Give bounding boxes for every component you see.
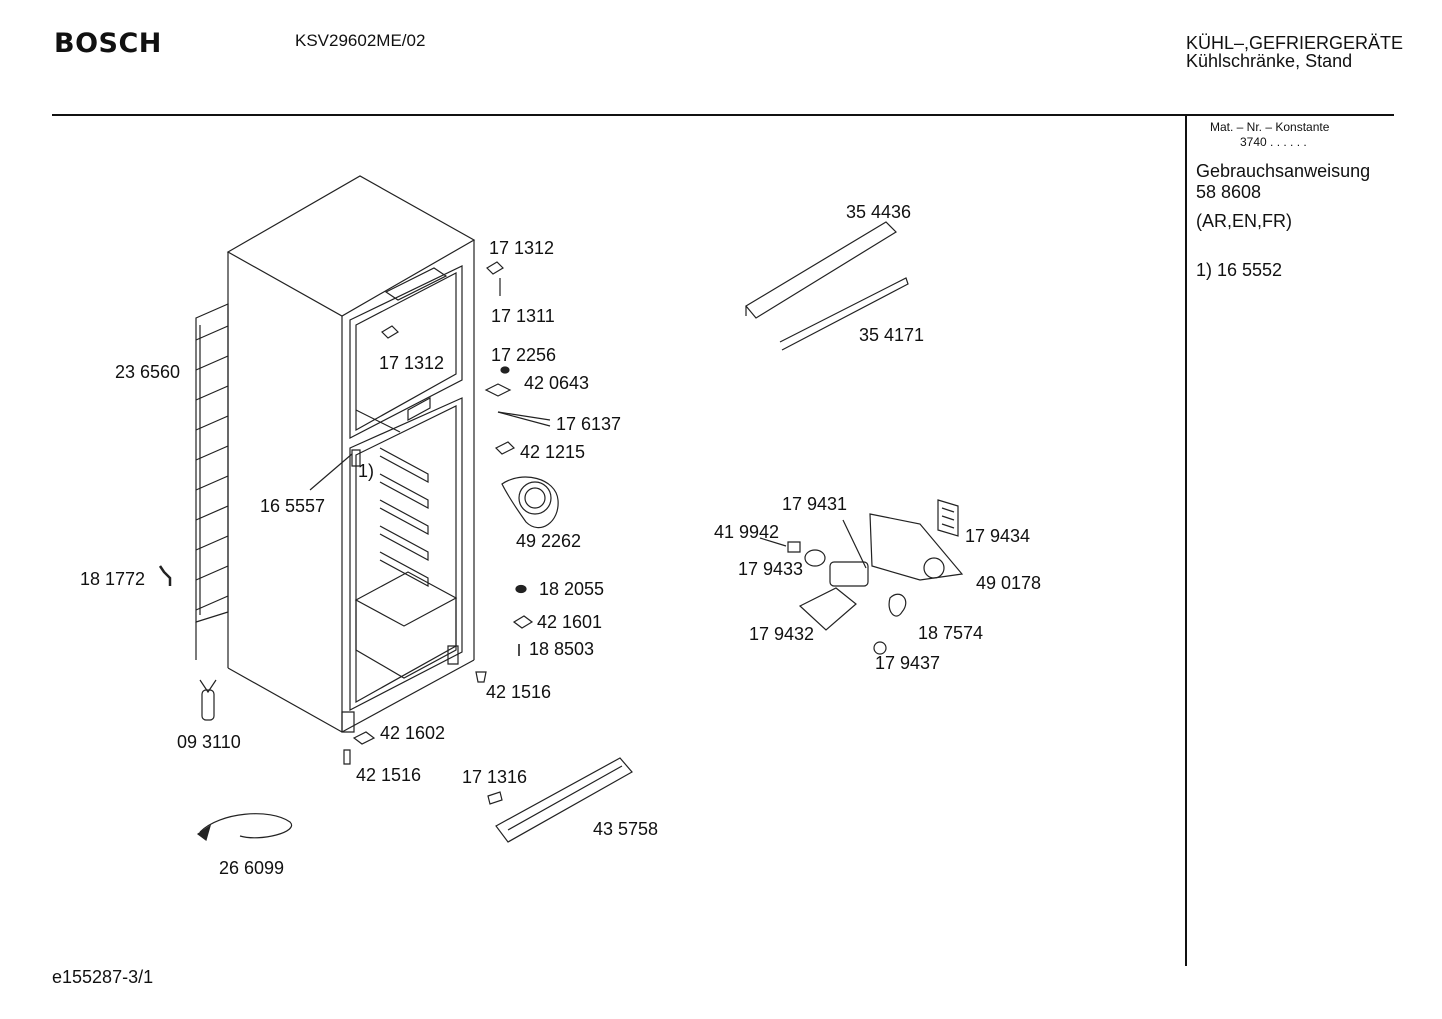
part-label[interactable]: 17 9432 [749,624,815,644]
mat-nr-value: 3740 . . . . . . [1240,135,1307,149]
part-label[interactable]: 17 2256 [491,345,557,365]
part-label[interactable]: 17 9437 [875,653,941,673]
refrigerator-cabinet [228,176,474,732]
hinge-part-icon [487,262,503,274]
part-label[interactable]: 17 1312 [489,238,555,258]
part-label[interactable]: 17 9433 [738,559,804,579]
part-label[interactable]: 17 1316 [462,767,528,787]
condenser-grille [196,304,228,660]
footnote-marker: 1) [358,461,375,481]
part-label[interactable]: 23 6560 [115,362,181,382]
part-label[interactable]: 18 8503 [529,639,595,659]
drawing-id: e155287-3/1 [52,967,154,987]
brand-logo: BOSCH [54,28,162,59]
manual-languages: (AR,EN,FR) [1196,211,1292,231]
part-label[interactable]: 43 5758 [593,819,659,839]
part-label[interactable]: 26 6099 [219,858,285,878]
mat-nr-label: Mat. – Nr. – Konstante [1210,120,1330,134]
category-title: KÜHL–,GEFRIERGERÄTE [1186,33,1404,53]
header-divider [52,114,1394,116]
part-label[interactable]: 49 0178 [976,573,1042,593]
category-subtitle: Kühlschränke, Stand [1186,51,1353,71]
part-label[interactable]: 41 9942 [714,522,780,542]
manual-label: Gebrauchsanweisung [1196,161,1371,181]
model-number: KSV29602ME/02 [295,31,426,50]
manual-number: 58 8608 [1196,182,1262,202]
part-label[interactable]: 42 1516 [356,765,422,785]
part-label[interactable]: 35 4436 [846,202,912,222]
part-label[interactable]: 35 4171 [859,325,925,345]
part-label[interactable]: 18 2055 [539,579,605,599]
part-label[interactable]: 17 1311 [491,306,555,326]
sidebar-divider [1185,116,1187,966]
part-label[interactable]: 18 1772 [80,569,146,589]
part-label[interactable]: 16 5557 [260,496,326,516]
part-label[interactable]: 17 9434 [965,526,1031,546]
part-label[interactable]: 42 1516 [486,682,552,702]
part-label[interactable]: 42 1215 [520,442,586,462]
part-label[interactable]: 49 2262 [516,531,582,551]
part-label[interactable]: 18 7574 [918,623,984,643]
part-label[interactable]: 17 1312 [379,353,445,373]
part-label[interactable]: 17 9431 [782,494,848,514]
part-label[interactable]: 42 0643 [524,373,590,393]
part-label[interactable]: 42 1601 [537,612,603,632]
part-label[interactable]: 42 1602 [380,723,446,743]
hinge-part-icon [382,326,398,338]
part-label[interactable]: 09 3110 [177,732,241,752]
part-label[interactable]: 17 6137 [556,414,622,434]
footnote: 1) 16 5552 [1196,260,1283,280]
